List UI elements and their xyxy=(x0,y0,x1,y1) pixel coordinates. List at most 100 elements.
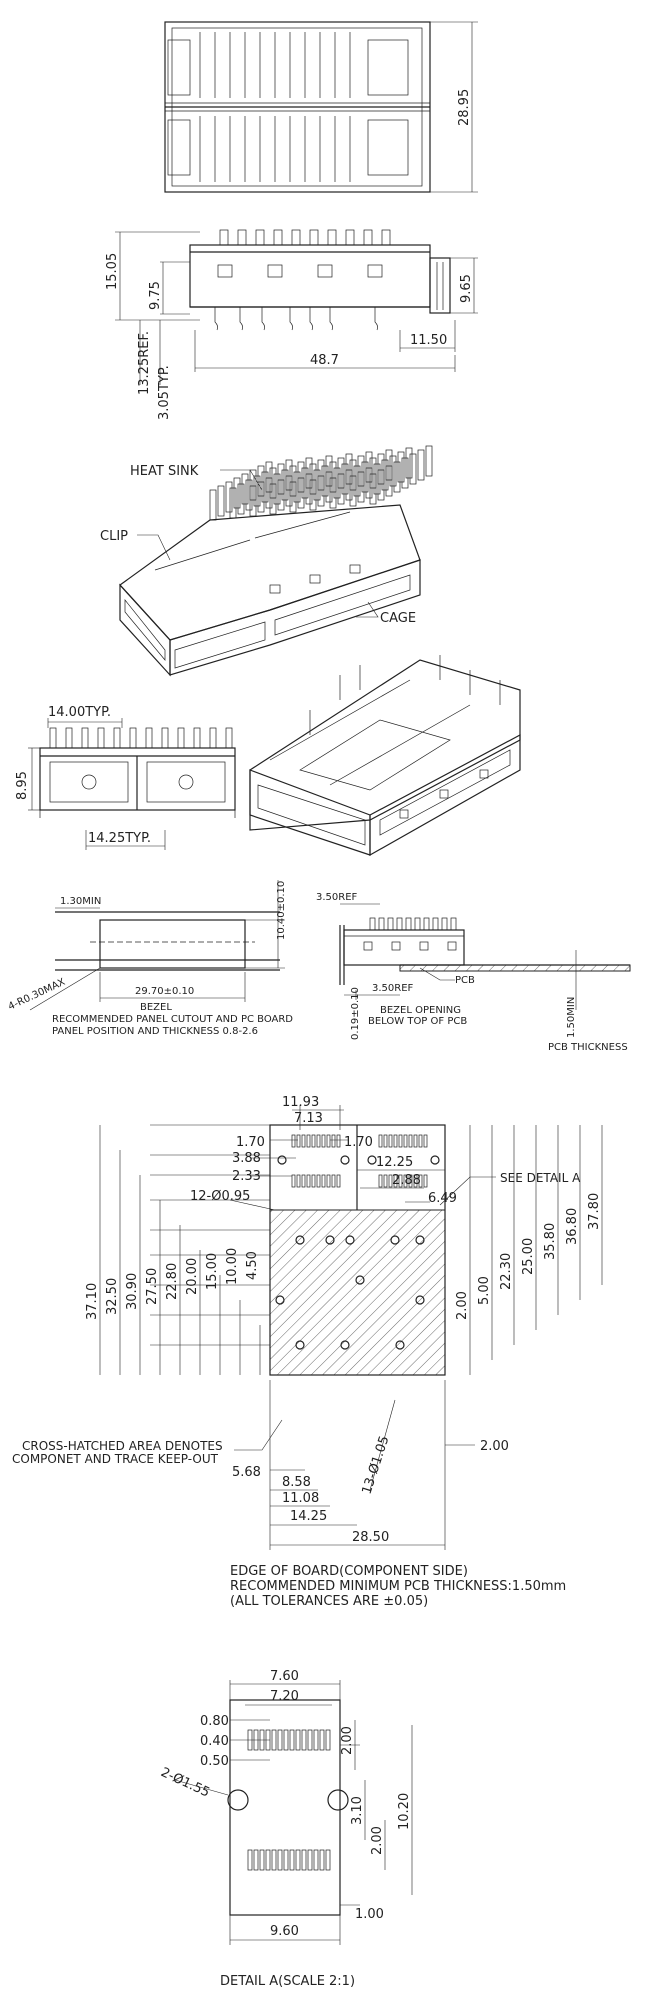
contact-pad xyxy=(408,1174,413,1188)
contact-pad xyxy=(265,1849,271,1871)
heat-sink-fin xyxy=(129,727,137,749)
heat-sink-fin xyxy=(81,727,89,749)
dim-side-length: 48.7 xyxy=(310,353,339,368)
contact-pad xyxy=(271,1729,277,1751)
dim-side-pcb-min: 1.50MIN xyxy=(566,997,577,1038)
contact-pad xyxy=(289,1729,295,1751)
dim-left-label: 30.90 xyxy=(125,1273,140,1310)
heat-sink-fin xyxy=(225,727,233,749)
note-panel-1: RECOMMENDED PANEL CUTOUT AND PC BOARD xyxy=(52,1014,293,1025)
contact-pad xyxy=(291,1174,296,1188)
dim-panel-height: 10.40±0.10 xyxy=(276,881,287,940)
press-fit-pin xyxy=(289,307,294,331)
note-tolerances: (ALL TOLERANCES ARE ±0.05) xyxy=(230,1594,428,1609)
heat-sink-pin xyxy=(281,469,289,501)
detail-dim-bottom-right: 1.00 xyxy=(355,1907,384,1922)
heat-sink-pin xyxy=(353,465,361,497)
contact-pad xyxy=(418,1134,423,1148)
dim-left-label: 37.10 xyxy=(85,1283,100,1320)
contact-pad xyxy=(418,1174,423,1188)
dim-side-right: 9.65 xyxy=(459,274,474,303)
heat-sink-pin xyxy=(389,455,397,487)
contact-pad xyxy=(311,1174,316,1188)
heat-sink-pin xyxy=(313,469,321,501)
heat-sink-fin xyxy=(219,229,229,246)
via-hole xyxy=(295,1235,305,1245)
side-view: 15.05 9.75 9.65 13.25REF. 3.05TYP. 11.50… xyxy=(105,229,478,420)
contact-pad xyxy=(388,1174,393,1188)
heat-sink-pin xyxy=(377,453,385,485)
heat-sink-fin xyxy=(113,727,121,749)
via-hole xyxy=(277,1155,287,1165)
dim-holes: 12-Ø0.95 xyxy=(190,1189,250,1204)
note-bezel-1: BEZEL OPENING xyxy=(380,1005,461,1016)
heat-sink-pin xyxy=(349,459,357,491)
contact-pad xyxy=(307,1729,313,1751)
contact-pad xyxy=(413,1134,418,1148)
panel-side: 3.50REF 0.19±0.10 3.50REF PCB 1.50MIN BE… xyxy=(316,892,631,1053)
heat-sink-pin xyxy=(409,453,417,485)
press-fit-pin xyxy=(261,307,266,331)
heat-sink-fin xyxy=(145,727,153,749)
heat-sink-fin xyxy=(396,917,403,931)
heat-sink-fin xyxy=(291,229,301,246)
heat-sink-fin xyxy=(363,229,373,246)
contact-pad xyxy=(336,1174,341,1188)
contact-pad xyxy=(313,1849,319,1871)
dim-top-0: 11.93 xyxy=(282,1095,319,1110)
heat-sink-pin xyxy=(337,473,345,505)
via-hole xyxy=(415,1235,425,1245)
heat-sink-pin xyxy=(241,473,249,505)
iso-view-heatsink: HEAT SINK CLIP CAGE xyxy=(100,445,433,677)
contact-pad xyxy=(378,1134,383,1148)
dim-left-label: 10.00 xyxy=(225,1248,240,1285)
see-detail-a: SEE DETAIL A xyxy=(500,1171,581,1185)
dim-front-height: 8.95 xyxy=(15,771,30,800)
contact-pad xyxy=(316,1134,321,1148)
heat-sink-pin xyxy=(269,483,277,515)
press-fit-pin xyxy=(309,307,314,331)
contact-pad xyxy=(259,1849,265,1871)
heat-sink-pin xyxy=(385,465,393,497)
contact-pad xyxy=(319,1849,325,1871)
heat-sink-fin xyxy=(209,727,217,749)
heat-sink-pin xyxy=(245,479,253,511)
contact-pad xyxy=(326,1134,331,1148)
contact-pad xyxy=(319,1729,325,1751)
dim-top-8: 6.49 xyxy=(428,1191,457,1206)
note-cross-1: CROSS-HATCHED AREA DENOTES xyxy=(22,1439,223,1453)
via-hole xyxy=(367,1155,377,1165)
heat-sink-pin xyxy=(397,451,405,483)
detail-a: 7.60 7.20 0.80 0.40 0.50 2-Ø1.55 2.00 3.… xyxy=(158,1669,413,1989)
heat-sink-pin xyxy=(297,477,305,509)
heat-sink-pin xyxy=(265,461,273,493)
detail-dim-top-1: 7.20 xyxy=(270,1689,299,1704)
heat-sink-pin xyxy=(293,471,301,503)
detail-dim-right-0: 2.00 xyxy=(340,1726,355,1755)
heat-sink-pin xyxy=(289,481,297,513)
detail-dim-top-2: 0.80 xyxy=(200,1714,229,1729)
dim-top-2: 1.70 xyxy=(236,1135,265,1150)
dim-right-label: 22.30 xyxy=(499,1253,514,1290)
dim-top-3: 1.70 xyxy=(344,1135,373,1150)
heat-sink-pin xyxy=(285,459,293,491)
dim-side-ref-top: 3.50REF xyxy=(316,892,358,903)
press-fit-pin xyxy=(239,307,244,331)
contact-pad xyxy=(423,1134,428,1148)
heat-sink-fin xyxy=(381,229,391,246)
via-hole xyxy=(415,1295,425,1305)
label-cage: CAGE xyxy=(380,611,416,626)
contact-pad xyxy=(277,1849,283,1871)
dim-side-offset: 0.19±0.10 xyxy=(350,987,361,1040)
dim-side-body: 9.75 xyxy=(148,281,163,310)
heat-sink-pin xyxy=(305,457,313,489)
press-fit-pin xyxy=(214,307,219,331)
dim-panel-radius: 4-R0.30MAX xyxy=(7,977,68,1013)
contact-pad xyxy=(331,1174,336,1188)
heat-sink-pin xyxy=(273,473,281,505)
dim-left-label: 15.00 xyxy=(205,1253,220,1290)
contact-pad xyxy=(277,1729,283,1751)
heat-sink-pin xyxy=(417,449,425,481)
heat-sink-pin xyxy=(349,475,357,507)
